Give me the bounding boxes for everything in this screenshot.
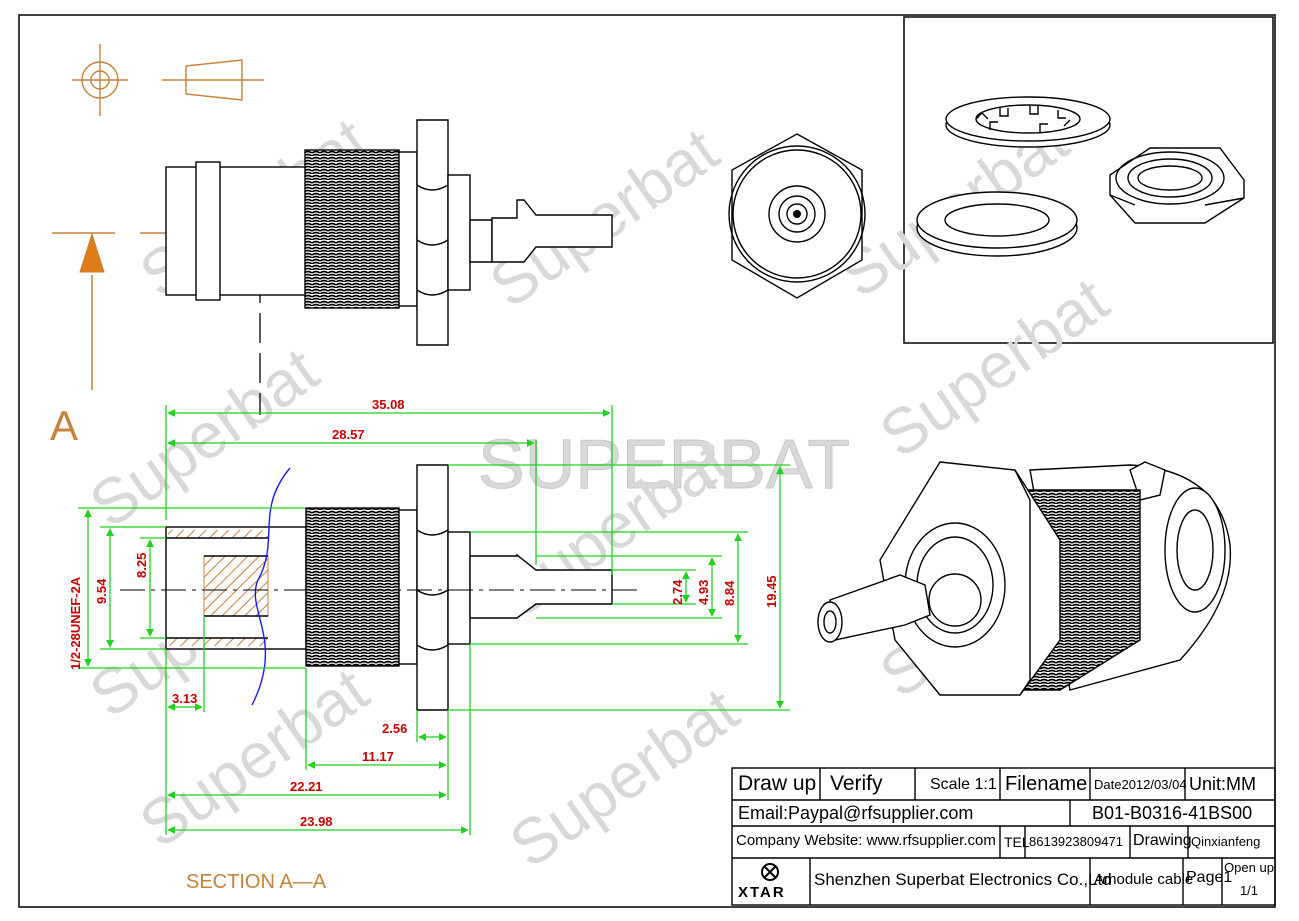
dim-2-74: 2.74 <box>670 579 685 605</box>
dim-3-13: 3.13 <box>172 691 197 706</box>
watermark-brand: SUPERBAT <box>478 425 850 503</box>
page-value: Page1 <box>1186 869 1233 886</box>
watermark-10: Superbat <box>497 673 751 881</box>
title-block-grid <box>731 767 1276 906</box>
drawing-frame <box>18 14 1276 908</box>
dim-length-to-flange: 28.57 <box>332 427 365 442</box>
filename-label: Filename <box>1005 773 1088 795</box>
product-value: Amodule cable <box>1094 871 1194 888</box>
verify-label: Verify <box>830 772 883 795</box>
isometric-view <box>817 461 1232 696</box>
drawing-label: Drawing <box>1133 832 1192 849</box>
unit-label: Unit:MM <box>1189 774 1256 794</box>
watermark-5: Superbat <box>867 263 1121 471</box>
side-view <box>165 119 613 346</box>
email-label: Email:Paypal@rfsupplier.com <box>738 803 974 823</box>
dim-8-84: 8.84 <box>722 580 737 606</box>
dimension-lines <box>78 405 790 835</box>
tel-value: 8613923809471 <box>1029 834 1123 849</box>
accessory-frame <box>903 16 1274 344</box>
dim-11-17: 11.17 <box>362 749 394 764</box>
dim-thread-spec: 1/2-28UNEF-2A <box>68 576 83 670</box>
dim-19-45: 19.45 <box>764 575 779 608</box>
dim-4-93: 4.93 <box>696 580 711 605</box>
company-name: Shenzhen Superbat Electronics Co.,Ltd <box>814 870 1112 889</box>
front-view <box>728 133 866 299</box>
section-marker-letter: A <box>50 402 78 449</box>
section-label: SECTION A—A <box>186 871 327 893</box>
website-label: Company Website: www.rfsupplier.com <box>736 832 996 849</box>
tel-label: TEL <box>1004 834 1030 850</box>
dim-2-56: 2.56 <box>382 721 407 736</box>
dim-overall-length: 35.08 <box>372 397 405 412</box>
dim-23-98: 23.98 <box>300 814 333 829</box>
section-view <box>120 464 640 711</box>
xtar-logo <box>761 863 779 881</box>
scale-label: Scale 1:1 <box>930 776 997 793</box>
date-label: Date2012/03/04 <box>1094 777 1187 792</box>
section-marker: A <box>50 232 261 449</box>
draw-up-label: Draw up <box>738 772 817 795</box>
dim-8-25: 8.25 <box>134 553 149 578</box>
accessories <box>916 96 1245 257</box>
open-up-label: Open up <box>1224 860 1274 875</box>
dim-22-21: 22.21 <box>290 779 323 794</box>
dimension-labels: 35.08 28.57 1/2-28UNEF-2A 9.54 8.25 3.13… <box>68 397 779 829</box>
open-up-count: 1/1 <box>1239 883 1259 898</box>
projection-symbol <box>72 44 264 116</box>
filename-value: B01-B0316-41BS00 <box>1092 803 1253 823</box>
watermark-4: Superbat <box>77 333 331 541</box>
drawer-value: Qinxianfeng <box>1191 834 1261 849</box>
dim-9-54: 9.54 <box>94 578 109 604</box>
logo-text: XTAR <box>738 884 786 901</box>
